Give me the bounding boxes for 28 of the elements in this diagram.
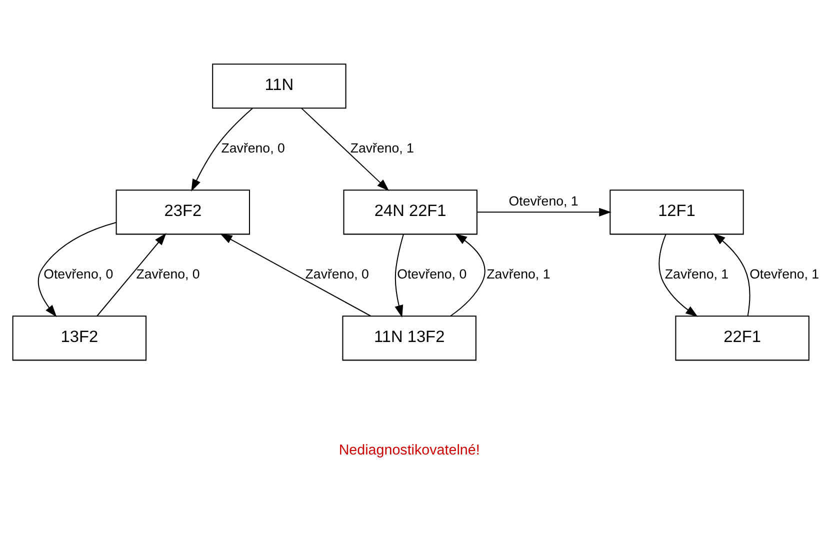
node-box: 24N 22F1 [343, 189, 478, 234]
edge-label: Zavřeno, 1 [664, 266, 729, 282]
node-box: 12F1 [610, 189, 744, 234]
edge-label: Otevřeno, 1 [750, 266, 820, 282]
edge-label: Zavřeno, 1 [486, 266, 550, 282]
node-box: 13F2 [12, 315, 147, 360]
arrow [301, 107, 390, 191]
arrow [220, 232, 371, 316]
arrow [394, 234, 404, 318]
arrow [450, 232, 486, 316]
edge-label: Otevřeno, 0 [44, 266, 114, 282]
arrow [191, 108, 253, 191]
edge-label: Zavřeno, 0 [305, 266, 369, 282]
arrow [658, 233, 698, 316]
arrow [713, 232, 750, 316]
edge-label: Zavřeno, 1 [350, 140, 414, 156]
arrow [96, 232, 166, 316]
node-box: 11N 13F2 [342, 315, 476, 360]
arrow [477, 207, 612, 216]
arrow [38, 222, 116, 317]
edge-label: Zavřeno, 0 [221, 140, 285, 156]
edge-label: Zavřeno, 0 [136, 266, 200, 282]
label: Nediagnostikovatelné! [338, 442, 480, 458]
edge-label: Otevřeno, 1 [508, 192, 578, 208]
node-box: 23F2 [116, 189, 250, 234]
edge-label: Otevřeno, 0 [397, 266, 467, 282]
node-box: 11N [212, 63, 346, 108]
node-box: 22F1 [675, 315, 810, 360]
